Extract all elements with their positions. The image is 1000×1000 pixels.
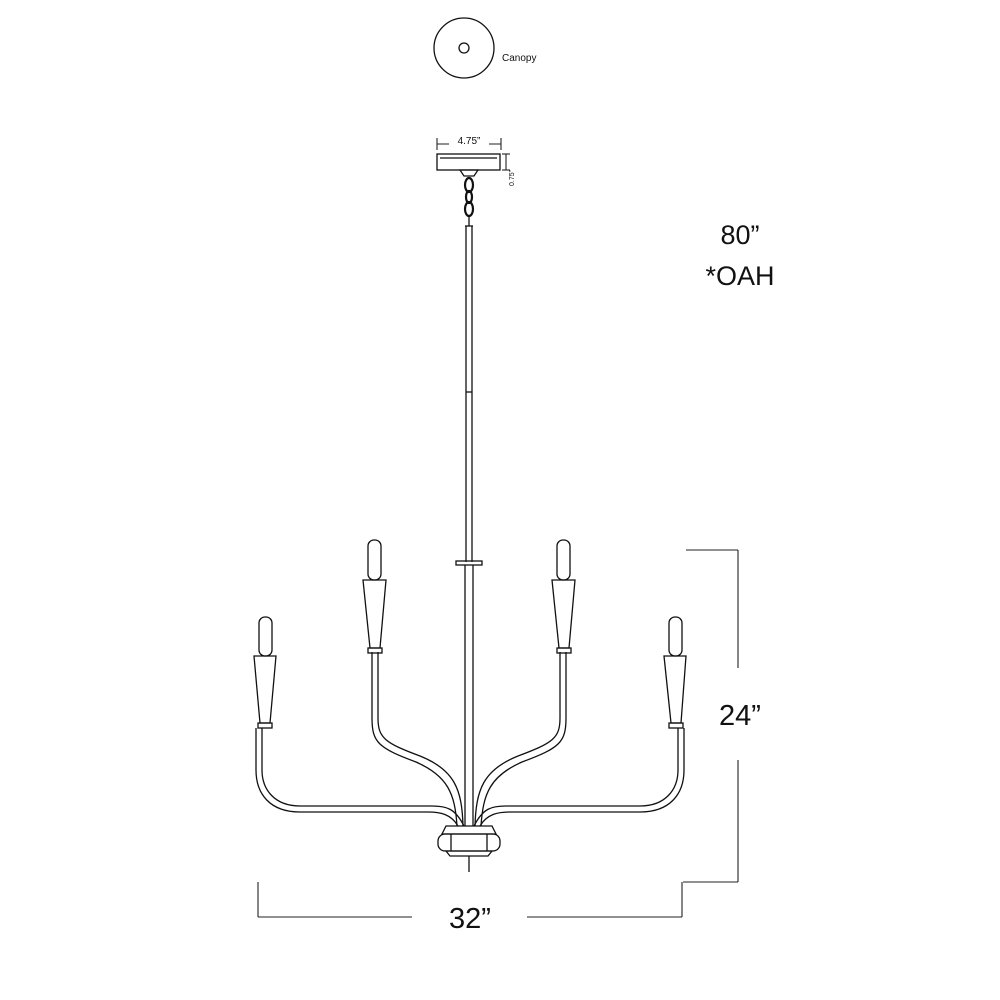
fixture-width-label: 32” <box>449 903 491 935</box>
inner-arms <box>371 652 567 827</box>
canopy-top-view: Canopy <box>433 17 536 79</box>
canopy-label: Canopy <box>502 53 536 64</box>
body-hub <box>437 825 501 872</box>
candle-outer-right <box>663 616 687 729</box>
canopy-width-label: 4.75” <box>458 136 481 147</box>
candle-outer-left <box>253 616 277 729</box>
fixture-height-label: 24” <box>719 700 761 732</box>
canopy-width-dimension: 4.75” <box>436 134 502 150</box>
canopy-height-dimension: 0.75” <box>502 153 516 186</box>
fixture-height-dimension: 24” <box>683 549 761 883</box>
candle-inner-right <box>551 539 576 654</box>
downrod <box>455 225 483 826</box>
canopy-height-label: 0.75” <box>509 169 516 186</box>
chain <box>463 176 475 226</box>
overall-height-note: *OAH <box>705 261 774 291</box>
candle-inner-left <box>362 539 387 654</box>
outer-arms <box>255 728 685 827</box>
canopy-side-view <box>436 153 501 177</box>
fixture-width-dimension: 32” <box>257 882 683 935</box>
overall-height-label: 80” <box>720 220 759 250</box>
